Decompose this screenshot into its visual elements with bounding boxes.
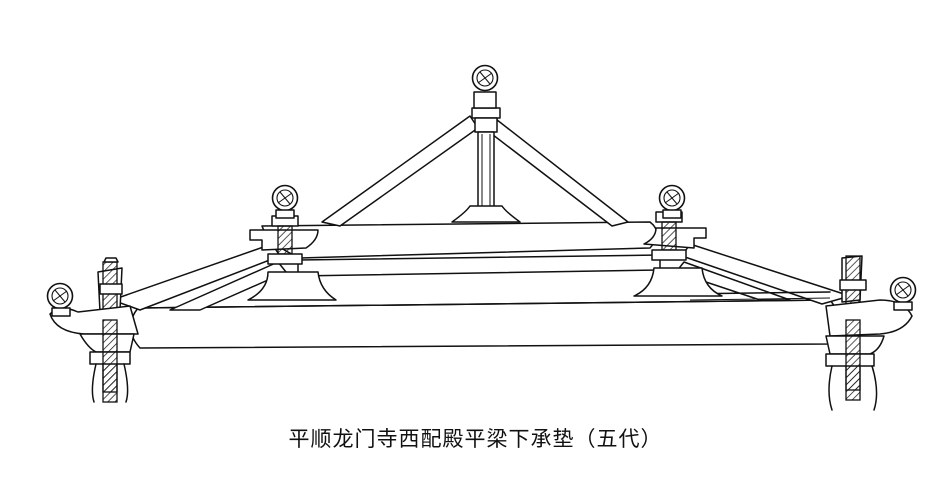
purlin-apex — [471, 64, 499, 109]
right-column-head — [825, 255, 913, 411]
purlin-right-eave — [889, 276, 917, 311]
purlin-left-eave — [46, 282, 74, 317]
main-beam — [129, 299, 840, 349]
upper-beam — [297, 254, 661, 277]
lower-struts — [111, 243, 851, 311]
purlin-upper-right — [658, 184, 686, 219]
top-beam — [261, 221, 658, 259]
king-post — [451, 107, 521, 223]
left-column-head — [49, 257, 139, 403]
roof-truss-drawing — [46, 64, 917, 411]
purlin-upper-left — [271, 184, 299, 219]
figure-caption: 平顺龙门寺西配殿平梁下承垫（五代） — [288, 427, 663, 451]
